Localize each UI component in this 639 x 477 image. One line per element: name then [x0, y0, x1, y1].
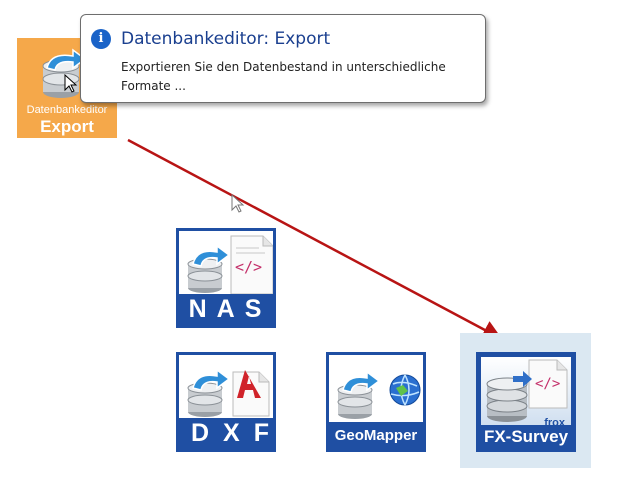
- database-autocad-icon: [187, 368, 270, 417]
- fx-survey-tile-label: FX-Survey: [483, 427, 569, 446]
- export-tile-subtitle: Datenbankeditor: [26, 104, 108, 116]
- export-tile-title: Export: [40, 117, 94, 136]
- export-tooltip: i Datenbankeditor: Export Exportieren Si…: [80, 14, 486, 103]
- geomapper-tile-band: [329, 422, 423, 449]
- frox-logo: frox: [544, 417, 565, 429]
- database-xml-icon: </>: [187, 235, 273, 295]
- geomapper-export-tile[interactable]: GeoMapper: [326, 352, 426, 452]
- dxf-tile-band: [179, 418, 273, 449]
- mouse-cursor-icon: [64, 74, 78, 93]
- database-document-icon: </>: [486, 359, 568, 422]
- geomapper-tile-label: GeoMapper: [334, 427, 418, 444]
- tooltip-title: Datenbankeditor: Export: [121, 29, 331, 49]
- dxf-export-tile[interactable]: DXF: [176, 352, 276, 452]
- ghost-cursor-icon: [231, 194, 245, 213]
- fx-survey-export-tile[interactable]: </> frox FX-Survey: [476, 352, 576, 452]
- nas-export-tile[interactable]: </> NAS: [176, 228, 276, 328]
- svg-text:</>: </>: [535, 376, 560, 392]
- info-icon: i: [91, 29, 111, 49]
- nas-tile-label: NAS: [188, 295, 272, 323]
- database-globe-icon: [337, 370, 421, 419]
- tooltip-description: Exportieren Sie den Datenbestand in unte…: [121, 60, 446, 93]
- svg-text:</>: </>: [235, 258, 262, 276]
- nas-tile-band: [179, 294, 273, 325]
- dxf-tile-label: DXF: [191, 419, 276, 447]
